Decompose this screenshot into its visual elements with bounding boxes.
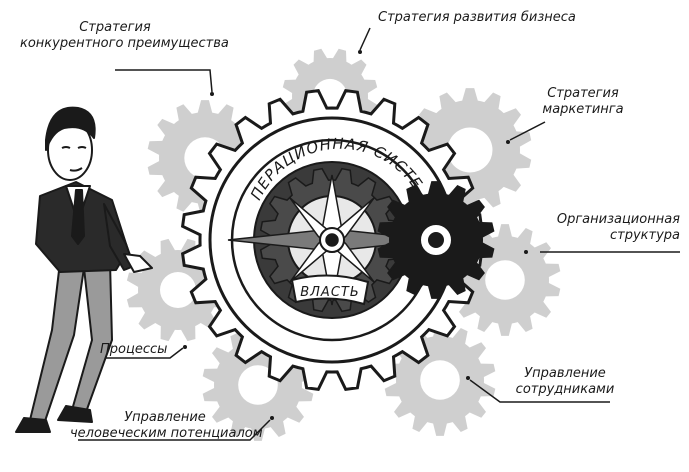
gear-left-hole [160, 272, 196, 308]
gear-top-right-hole [447, 127, 493, 173]
compass-rose [227, 174, 437, 306]
label-organizational-structure: Организационная структура [556, 212, 680, 243]
leader-lines [78, 27, 680, 441]
label-marketing-strategy: Стратегия маркетинга [542, 86, 624, 117]
gear-bottom-right-hole [420, 360, 460, 400]
businessman-figure [15, 106, 153, 433]
label-staff-management: Управление сотрудниками [515, 366, 615, 397]
label-processes: Процессы [100, 342, 168, 357]
leader-dots [183, 50, 528, 420]
power-banner: ВЛАСТЬ [290, 274, 370, 306]
label-business-development-strategy: Стратегия развития бизнеса [378, 10, 576, 25]
label-competitive-advantage-strategy: Стратегия конкурентного преимущества [20, 20, 229, 51]
svg-text:ВЛАСТЬ: ВЛАСТЬ [300, 285, 360, 300]
black-gear-axle [428, 232, 444, 248]
label-human-potential-management: Управление человеческим потенциалом [70, 410, 263, 441]
gear-right-hole [485, 260, 525, 300]
